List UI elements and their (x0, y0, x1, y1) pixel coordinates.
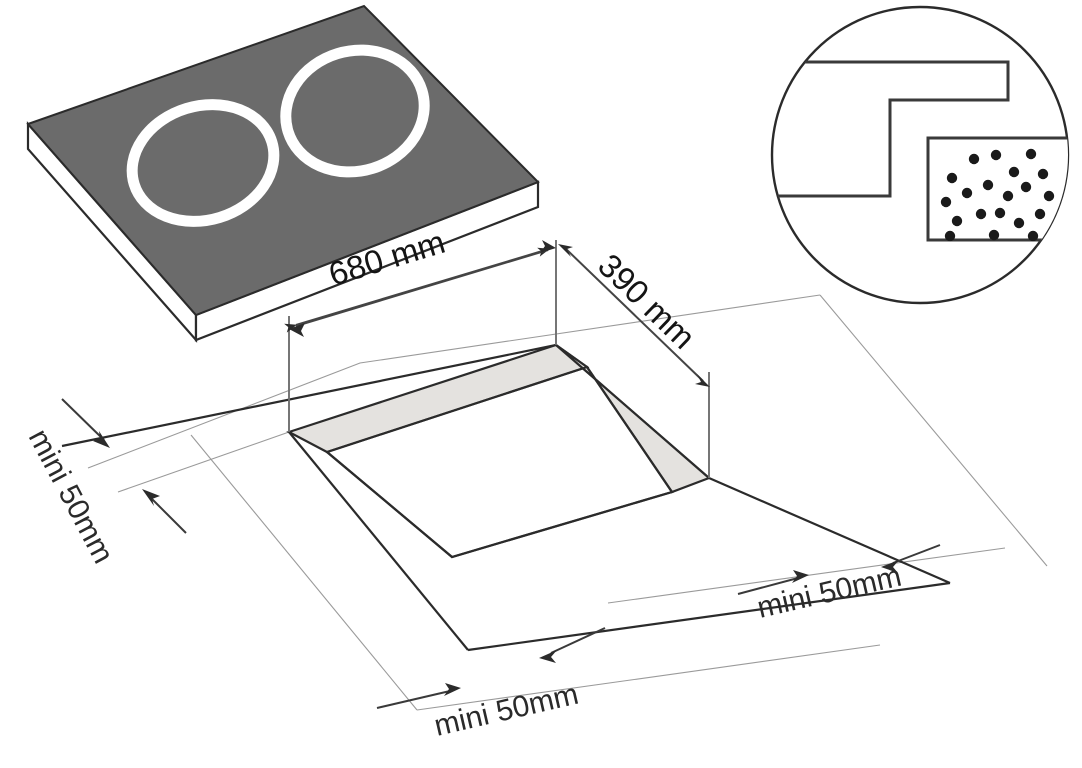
clearance-right-leader-a (737, 577, 799, 595)
clearance-line-left (190, 434, 418, 711)
dim-line-680 (295, 249, 549, 327)
dimension-label-depth: 390 mm (591, 246, 702, 355)
cutout-wall-rear-left (286, 343, 590, 454)
clearance-left-arrowhead-b (142, 489, 160, 506)
large-burner-ring (280, 44, 430, 178)
clearance-front-leader-a (376, 690, 451, 709)
worktop-cutout-assembly (61, 294, 1048, 711)
clearance-front-arrowhead-b (539, 650, 557, 663)
clearance-front: mini 50mm (376, 627, 606, 743)
clearance-line-rear-inner (117, 431, 290, 493)
worktop-edge-right-down (708, 476, 951, 585)
dimension-depth-390: 390 mm (558, 244, 710, 478)
clearance-front-arrowhead-a (444, 683, 461, 696)
detail-step-profile (772, 60, 1010, 198)
dim-line-390 (564, 247, 704, 382)
dim-arrowhead-390-top (558, 244, 573, 257)
cutout-opening (324, 365, 674, 559)
clearance-left-arrowhead-a (93, 431, 110, 448)
cutout-opening-front-edges (326, 451, 673, 559)
dim-arrowhead-390-bottom (695, 374, 710, 387)
worktop-edge-left-down (288, 431, 469, 651)
clearance-line-front (416, 644, 881, 711)
clearance-right: mini 50mm (737, 544, 941, 625)
clearance-left: mini 50mm (22, 398, 187, 569)
clearance-line-rear (87, 294, 821, 469)
clearance-right-arrowhead-a (792, 570, 809, 583)
burner-zones (126, 44, 430, 227)
clearance-label-right: mini 50mm (754, 560, 904, 625)
worktop-edge-front (467, 581, 951, 652)
clearance-line-right (819, 294, 1048, 567)
clearance-left-leader-a (61, 398, 105, 441)
dim-arrowhead-680-left (289, 323, 305, 337)
clearance-front-leader-b (550, 627, 606, 654)
clearance-right-arrowhead-b (881, 560, 899, 573)
clearance-right-leader-b (892, 544, 941, 564)
plate-top-surface (26, 4, 540, 317)
edge-detail-callout (770, 5, 1070, 305)
dim-arrowhead-680-right (540, 240, 556, 253)
hob-plate (26, 4, 540, 343)
detail-material-block (926, 136, 1068, 242)
small-burner-ring (126, 99, 280, 227)
detail-material-speckles (940, 148, 1055, 242)
worktop-edge-rear-left (61, 343, 557, 448)
clearance-left-leader-b (149, 496, 187, 534)
detail-contents (772, 60, 1068, 242)
